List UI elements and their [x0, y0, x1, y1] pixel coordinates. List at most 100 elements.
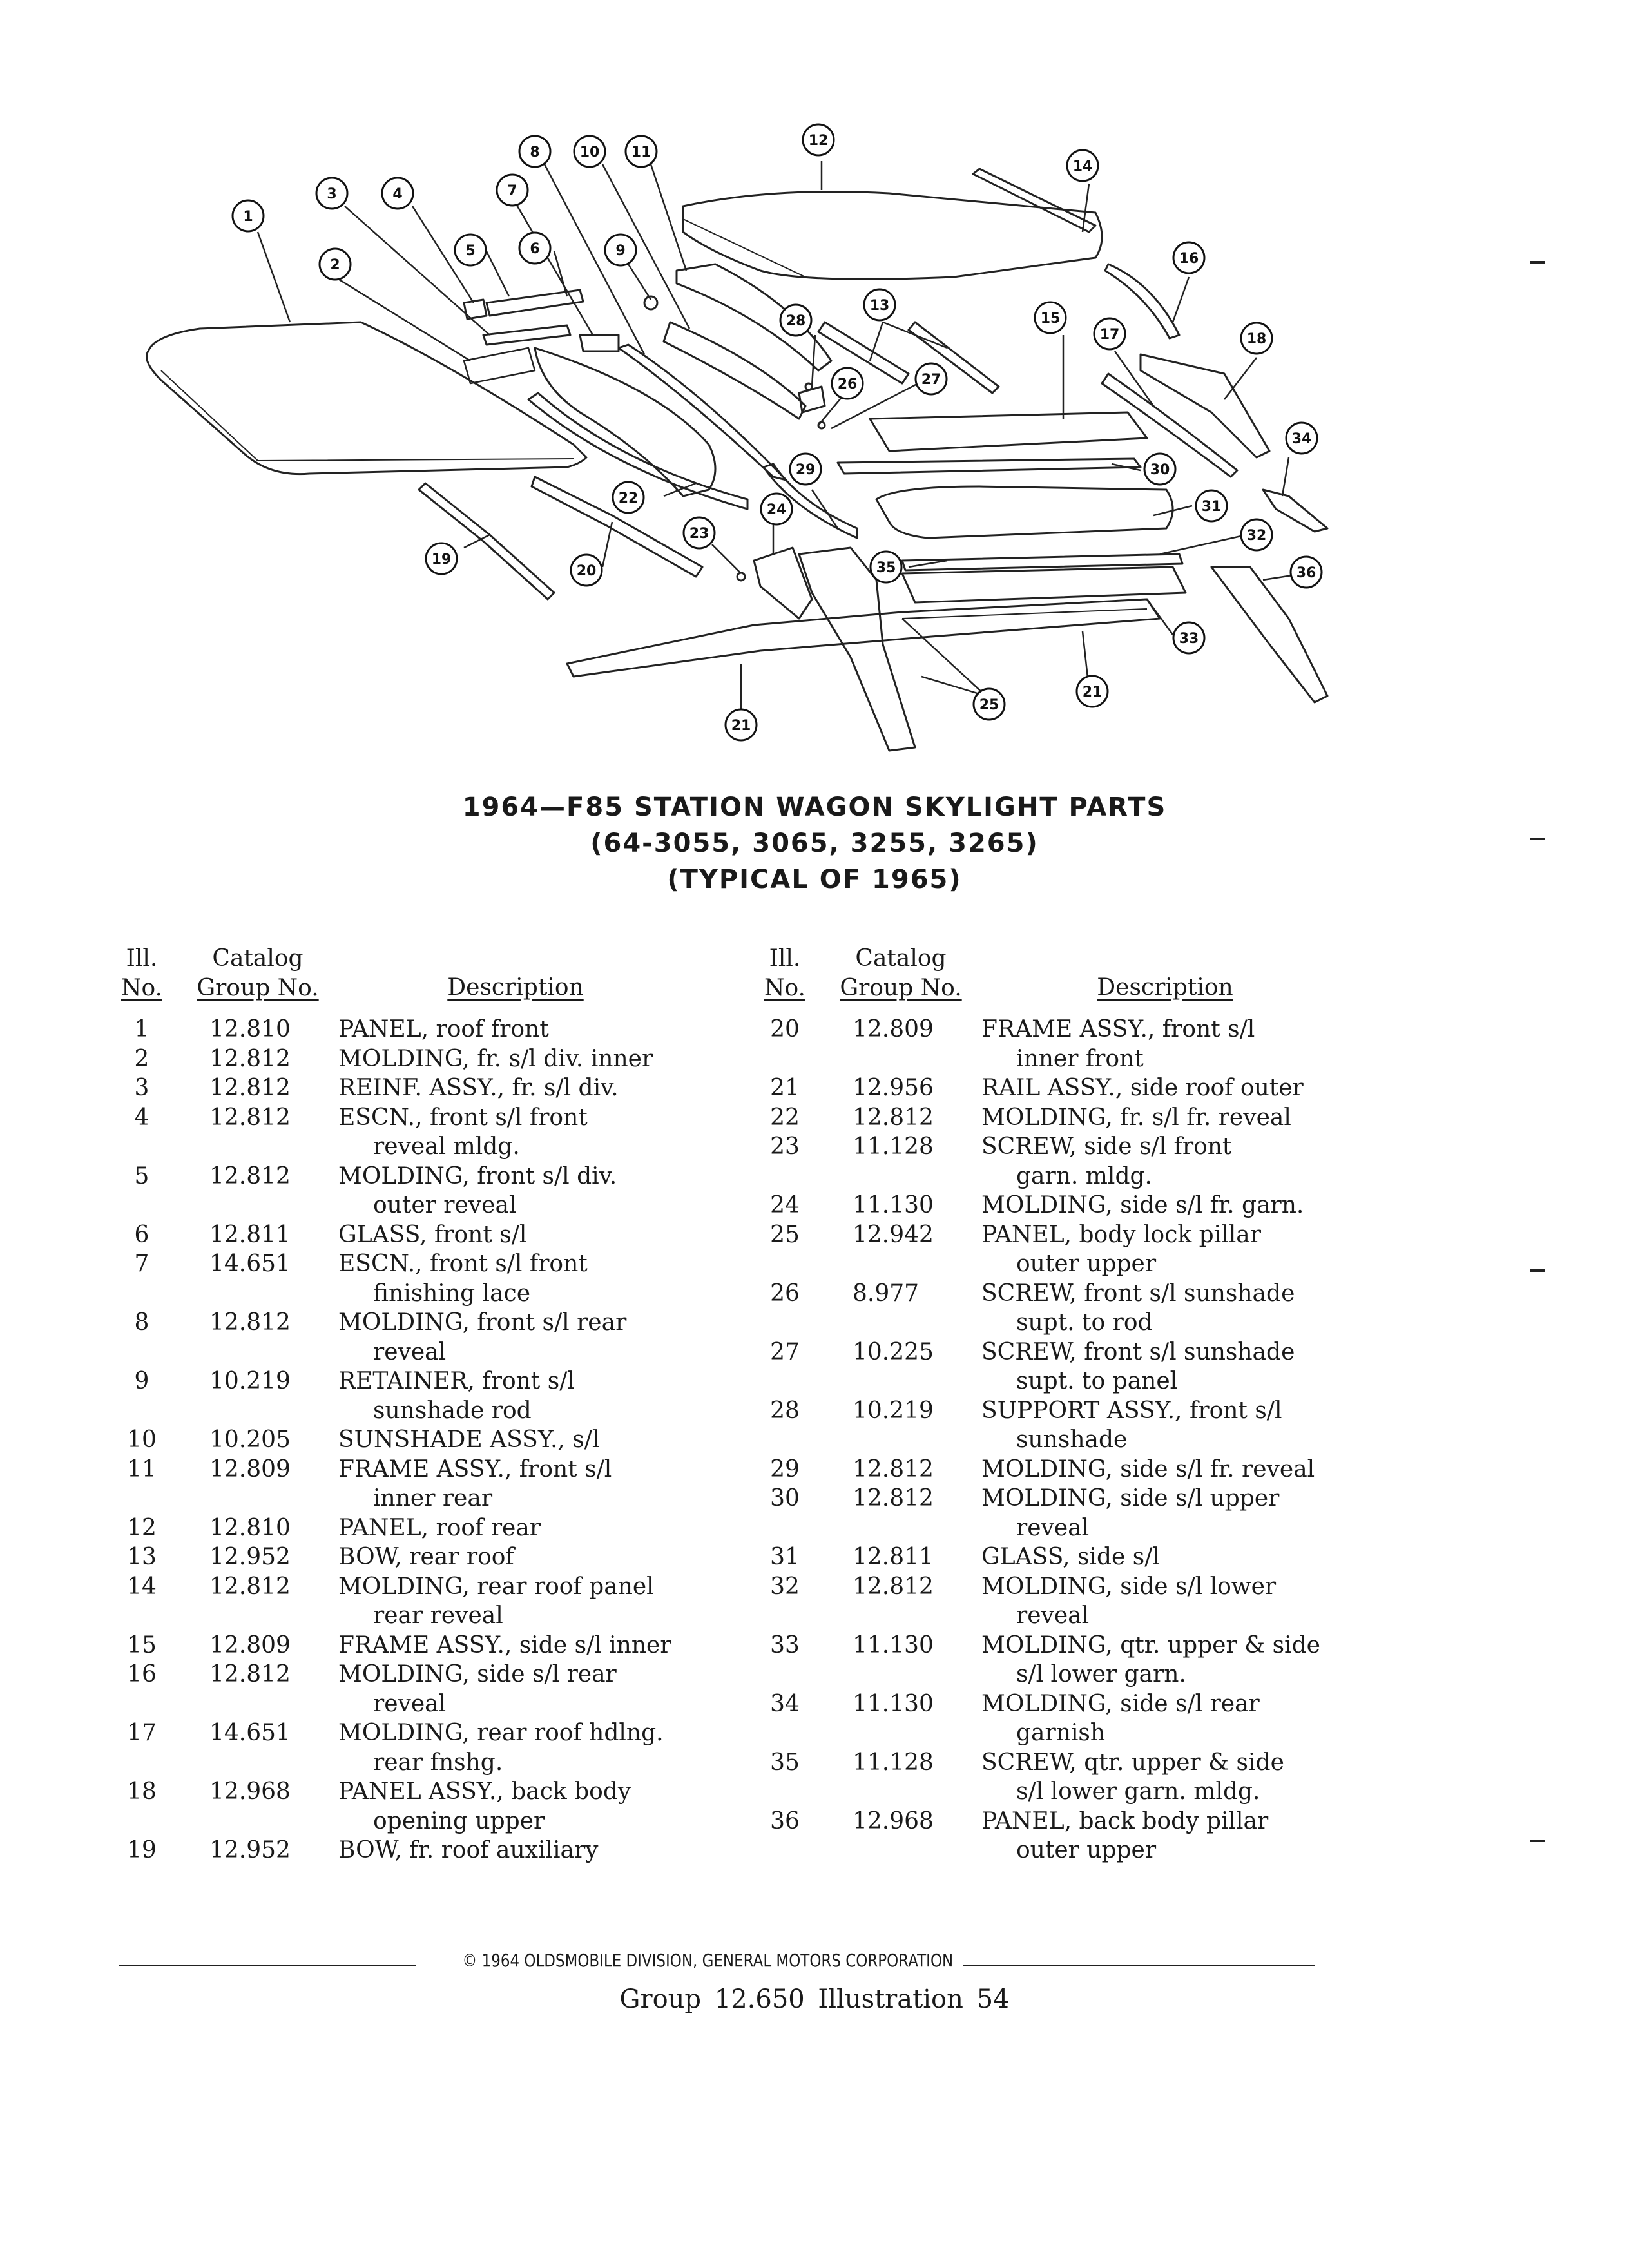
callout-label: 14 — [1073, 159, 1093, 175]
description-line: MOLDING, side s/l lower — [981, 1573, 1277, 1600]
callout-6: 6 — [518, 231, 552, 265]
callout-label: 25 — [979, 697, 999, 713]
callout-32: 32 — [1240, 518, 1273, 552]
ill-number: 33 — [770, 1631, 800, 1658]
ill-number: 5 — [134, 1162, 149, 1189]
title-line-2: (64-3055, 3065, 3255, 3265) — [590, 829, 1039, 858]
description-line: SUNSHADE ASSY., s/l — [338, 1427, 600, 1453]
callout-label: 36 — [1296, 565, 1316, 581]
ill-number: 26 — [770, 1280, 800, 1307]
description-line: PANEL, roof rear — [338, 1514, 541, 1541]
margin-mark — [1530, 1269, 1545, 1272]
catalog-group: 10.219 — [209, 1368, 291, 1394]
description-line: SCREW, qtr. upper & side — [981, 1749, 1284, 1776]
callout-label: 17 — [1100, 327, 1120, 343]
description-continuation: rear reveal — [373, 1602, 503, 1629]
catalog-group: 12.952 — [209, 1837, 291, 1863]
part-front-garnish — [753, 546, 813, 620]
catalog-group: 14.651 — [209, 1251, 291, 1277]
callout-7: 7 — [496, 173, 529, 207]
callout-label: 24 — [767, 502, 787, 518]
callout-label: 9 — [615, 243, 625, 259]
callout-3: 3 — [315, 177, 349, 210]
description-line: MOLDING, side s/l rear — [338, 1661, 617, 1687]
part-description: PANEL, roof front — [338, 1015, 549, 1044]
part-roof-rear-panel — [682, 191, 1103, 280]
part-description: MOLDING, front s/l div.outer reveal — [338, 1162, 617, 1220]
description-continuation: supt. to panel — [1016, 1368, 1178, 1394]
ill-number: 28 — [770, 1397, 800, 1424]
description-continuation: reveal — [1016, 1514, 1090, 1541]
description-line: MOLDING, fr. s/l div. inner — [338, 1045, 653, 1072]
description-line: BOW, fr. roof auxiliary — [338, 1837, 599, 1863]
description-line: BOW, rear roof — [338, 1544, 514, 1570]
ill-number: 31 — [770, 1544, 800, 1570]
description-line: PANEL, body lock pillar — [981, 1221, 1261, 1248]
catalog-group: 12.812 — [853, 1104, 934, 1131]
catalog-group: 12.811 — [209, 1221, 291, 1248]
ill-number: 29 — [770, 1456, 800, 1483]
ill-number: 3 — [134, 1075, 149, 1101]
part-description: BOW, fr. roof auxiliary — [338, 1836, 599, 1865]
callout-label: 29 — [796, 462, 816, 478]
callout-14: 14 — [1066, 149, 1099, 182]
part-finishing-lace — [579, 334, 620, 352]
callout-8: 8 — [518, 135, 552, 168]
part-description: GLASS, side s/l — [981, 1542, 1160, 1572]
ill-number: 8 — [134, 1309, 149, 1336]
description-line: MOLDING, front s/l div. — [338, 1162, 617, 1189]
ill-number: 14 — [127, 1573, 157, 1600]
part-side-roof-rail — [566, 598, 1161, 678]
callout-label: 28 — [786, 313, 806, 329]
part-side-rear-reveal — [1104, 263, 1181, 340]
catalog-group: 12.956 — [853, 1075, 934, 1101]
callout-label: 10 — [580, 144, 600, 160]
header-catalog: Catalog Group No. — [840, 945, 962, 1001]
callout-27: 27 — [914, 362, 948, 396]
catalog-group: 12.952 — [209, 1544, 291, 1570]
callout-label: 32 — [1247, 528, 1267, 544]
catalog-group: 12.810 — [209, 1016, 291, 1043]
ill-number: 12 — [127, 1514, 157, 1541]
callout-label: 4 — [392, 186, 402, 202]
title-line-3: (TYPICAL OF 1965) — [667, 865, 962, 894]
callout-label: 34 — [1292, 431, 1312, 447]
callout-12: 12 — [802, 123, 835, 157]
callout-30: 30 — [1143, 452, 1177, 486]
catalog-group: 12.812 — [209, 1573, 291, 1600]
catalog-group: 12.809 — [209, 1631, 291, 1658]
part-description: MOLDING, fr. s/l div. inner — [338, 1044, 653, 1074]
part-side-frame-inner — [869, 411, 1148, 452]
description-continuation: inner rear — [373, 1485, 493, 1512]
callout-18: 18 — [1240, 322, 1273, 355]
catalog-group: 12.812 — [209, 1661, 291, 1687]
part-rear-bow — [817, 321, 910, 385]
callout-label: 12 — [809, 133, 829, 149]
part-rear-roof-reveal — [972, 168, 1097, 233]
description-line: MOLDING, fr. s/l fr. reveal — [981, 1104, 1291, 1131]
table-header: Ill. No. Catalog Group No. Description — [759, 944, 1352, 1015]
callout-label: 2 — [330, 257, 340, 273]
